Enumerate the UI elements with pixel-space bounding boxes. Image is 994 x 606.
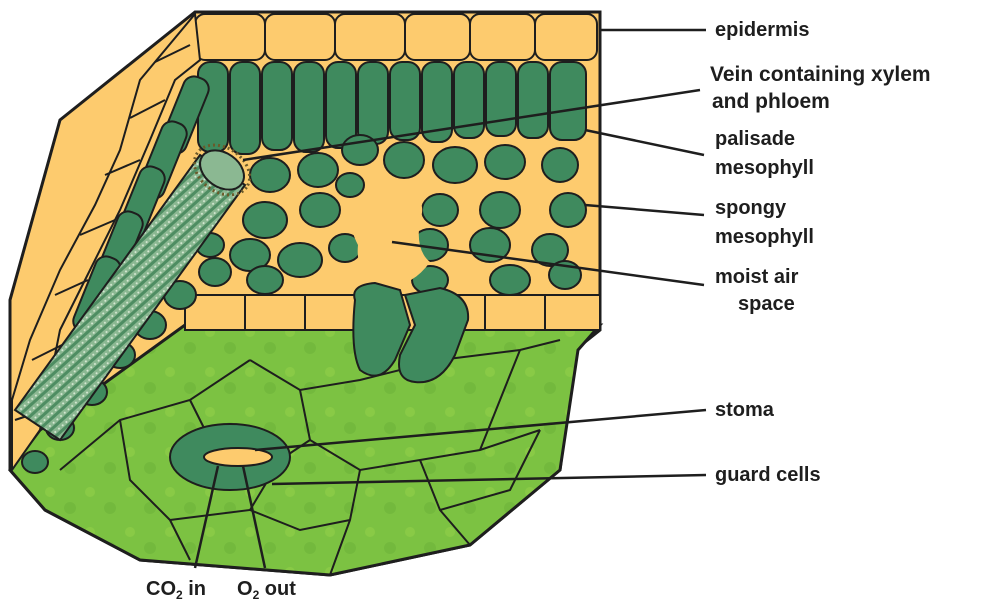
label-epidermis: epidermis [715, 17, 809, 43]
label-o2-out: O2 out [237, 576, 296, 604]
label-co2-in: CO2 in [146, 576, 206, 604]
guard-cells [170, 424, 290, 490]
label-palisade-line1: palisade [715, 126, 795, 152]
o2-tail: out [259, 578, 296, 600]
label-guard-cells: guard cells [715, 462, 821, 488]
label-palisade-line2: mesophyll [715, 155, 814, 181]
label-air-line1: moist air [715, 264, 798, 290]
o2-subscript: 2 [253, 588, 260, 602]
label-spongy-line2: mesophyll [715, 224, 814, 250]
label-air-line2: space [738, 291, 795, 317]
leader-spongy [585, 205, 704, 215]
label-vein-line2: and phloem [712, 89, 830, 115]
label-spongy-line1: spongy [715, 195, 786, 221]
co2-main: CO [146, 578, 176, 600]
label-stoma: stoma [715, 397, 774, 423]
co2-subscript: 2 [176, 588, 183, 602]
leader-palisade [585, 130, 704, 155]
o2-main: O [237, 578, 253, 600]
co2-tail: in [183, 578, 206, 600]
label-vein-line1: Vein containing xylem [710, 62, 931, 88]
